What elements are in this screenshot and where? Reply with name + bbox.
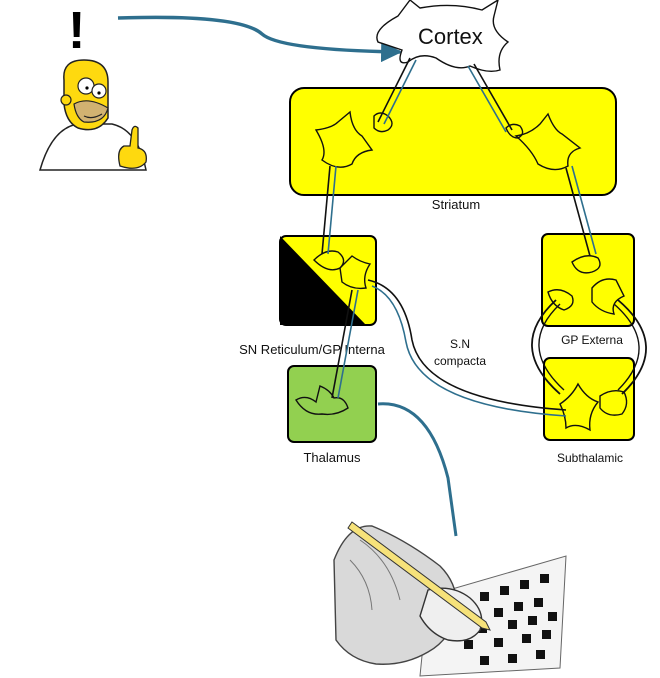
sn-compacta-label-2: compacta [434,354,486,368]
striatum-neuron-left-icon [314,110,393,168]
striatum-label: Striatum [432,197,480,212]
cortex-neuron-icon [376,0,510,73]
exclamation-mark: ! [68,2,85,60]
subthalamic-neuron-icon [559,382,628,432]
cartoon-character-icon [39,59,147,171]
cortex-label: Cortex [418,24,483,49]
thalamus-label: Thalamus [303,450,361,465]
sn-reticulum-dark-region [280,236,366,325]
attention-arrow [117,15,403,63]
hand-crossword-icon [333,521,567,677]
thalamus-neuron-icon [295,385,349,416]
striatum-neuron-right-icon [505,112,582,171]
sn-compacta-label-1: S.N [450,337,470,351]
subthalamic-label: Subthalamic [557,451,623,465]
gp-externa-box [541,233,635,327]
sn-reticulum-label: SN Reticulum/GP Interna [239,342,385,357]
gp-externa-label: GP Externa [561,333,623,347]
pathway-connectors [321,57,647,417]
subthalamic-box [543,357,635,441]
thalamus-output-arrow [377,402,458,537]
sn-reticulum-neuron-icon [313,250,372,290]
striatum-box [289,87,617,196]
gp-externa-neuron-icon [547,255,625,315]
thalamus-box [287,365,377,443]
